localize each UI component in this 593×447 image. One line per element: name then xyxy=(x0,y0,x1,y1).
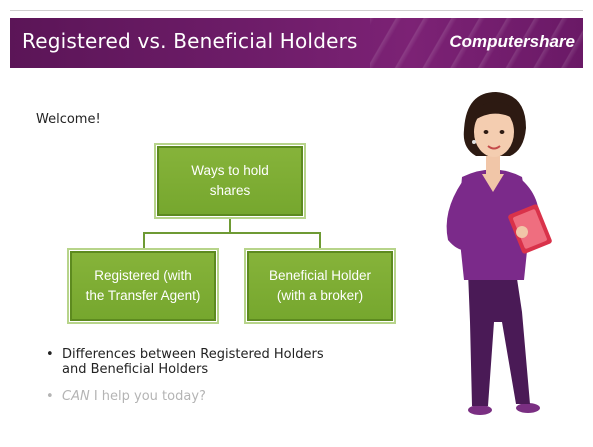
top-divider xyxy=(10,10,583,11)
node-label-line: the Transfer Agent) xyxy=(85,288,201,303)
diagram-connector xyxy=(143,232,145,249)
bullet-text: Differences between Registered Holders xyxy=(62,347,324,362)
bullet-emphasis: CAN xyxy=(62,389,90,404)
node-label-line: Ways to hold xyxy=(191,163,269,179)
diagram-connector xyxy=(143,232,321,234)
node-label-line: Beneficial Holder xyxy=(268,268,372,284)
diagram-node-beneficial-holder: Beneficial Holder (with a broker) xyxy=(244,248,396,324)
node-label-line: shares xyxy=(209,183,251,198)
welcome-text: Welcome! xyxy=(36,112,101,127)
presenter-avatar xyxy=(446,92,552,415)
bullet-text: and Beneficial Holders xyxy=(62,362,209,377)
bullet-item: CAN I help you today? xyxy=(44,389,404,404)
bullet-list: Differences between Registered Holders a… xyxy=(44,347,404,404)
slide-title: Registered vs. Beneficial Holders xyxy=(22,29,358,53)
bullet-text: I help you today? xyxy=(89,389,206,404)
diagram-connector xyxy=(229,218,231,233)
node-label-line: Registered (with xyxy=(94,268,192,284)
header-decoration xyxy=(370,18,583,68)
bullet-item: Differences between Registered Holders a… xyxy=(44,347,404,377)
slide-header: Registered vs. Beneficial Holders Comput… xyxy=(10,18,583,68)
diagram-node-registered: Registered (with the Transfer Agent) xyxy=(67,248,219,324)
brand-logo: Computershare xyxy=(449,32,575,51)
diagram-connector xyxy=(319,232,321,249)
node-label-line: (with a broker) xyxy=(276,288,364,303)
diagram-node-ways-to-hold-shares: Ways to hold shares xyxy=(154,143,306,219)
